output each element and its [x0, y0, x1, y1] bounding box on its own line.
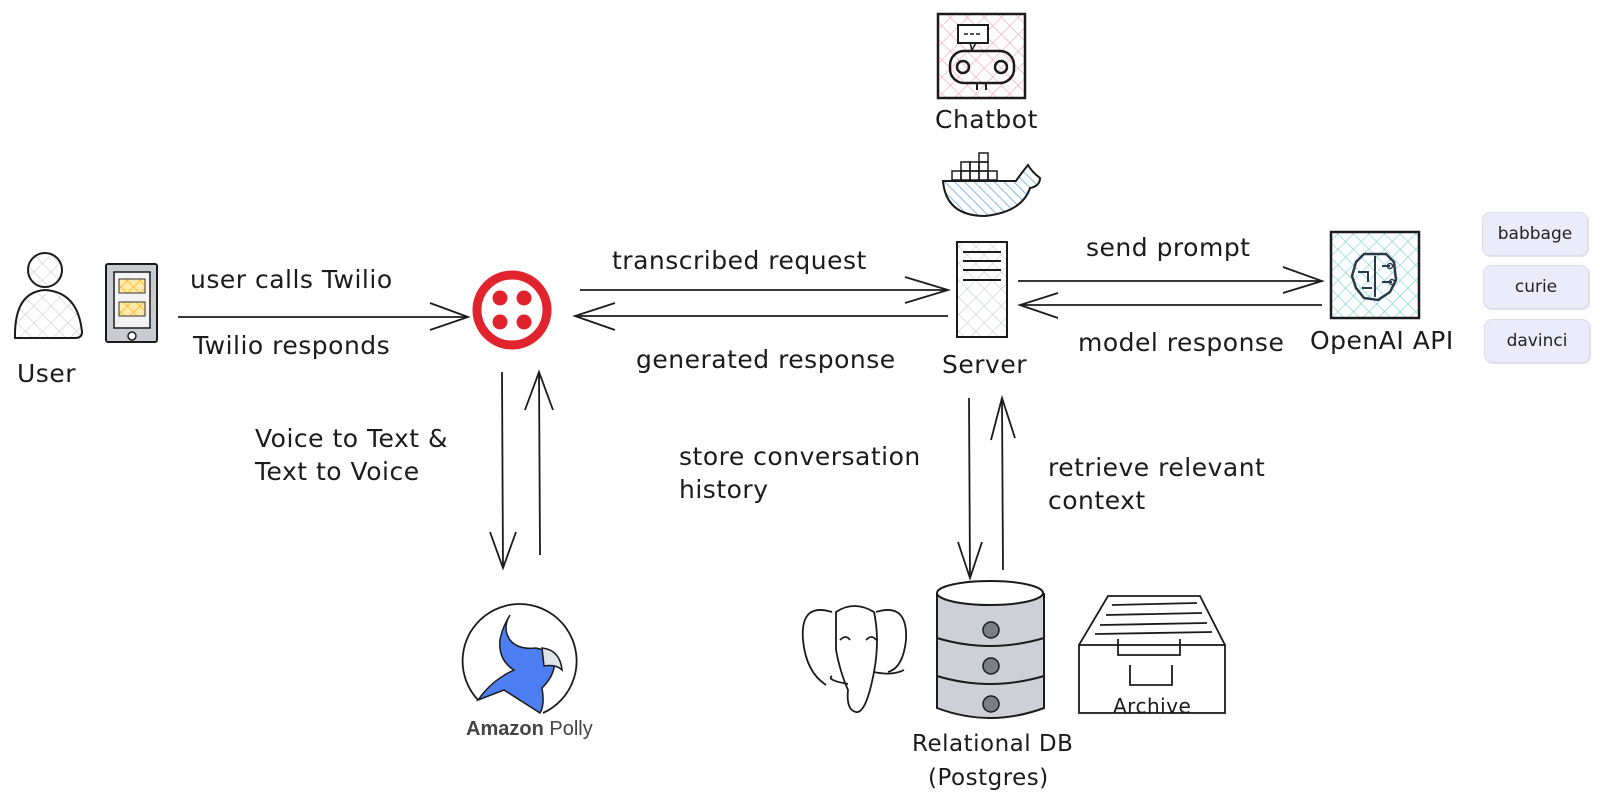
arrow-polly-to-twilio — [524, 369, 554, 556]
edge-label-context: context — [1048, 486, 1146, 515]
edge-label-twilio-responds: Twilio responds — [193, 331, 391, 360]
edge-label-model-response: model response — [1078, 328, 1285, 357]
arrow-server-to-twilio — [572, 302, 948, 331]
model-chip-curie: curie — [1483, 265, 1589, 309]
user-label: User — [17, 359, 76, 388]
arrow-server-to-db — [957, 397, 983, 581]
phone-icon — [105, 263, 158, 343]
twilio-logo-icon — [472, 270, 552, 350]
edge-label-voice-to-text: Voice to Text & — [255, 424, 449, 453]
archive-label: Archive — [1113, 694, 1192, 718]
amazon-polly-icon — [461, 603, 578, 715]
chatbot-label: Chatbot — [935, 105, 1038, 134]
arrow-db-to-server — [990, 394, 1016, 571]
edge-label-retrieve-relevant: retrieve relevant — [1048, 453, 1266, 482]
postgres-elephant-icon — [801, 605, 907, 713]
edge-label-user-calls-twilio: user calls Twilio — [190, 265, 393, 294]
arrow-user-to-twilio — [178, 302, 471, 331]
database-label-line2: (Postgres) — [928, 765, 1049, 791]
edge-label-transcribed-request: transcribed request — [612, 246, 867, 275]
server-icon — [956, 241, 1008, 338]
amazon-polly-label-light: Polly — [543, 718, 593, 740]
chatbot-icon — [936, 12, 1027, 100]
edge-label-text-to-voice: Text to Voice — [255, 457, 420, 486]
docker-icon — [941, 152, 1042, 218]
user-icon — [13, 252, 84, 339]
database-label-line1: Relational DB — [912, 731, 1074, 757]
server-label: Server — [942, 350, 1027, 379]
arrow-twilio-to-polly — [489, 371, 517, 571]
edge-label-generated-response: generated response — [636, 345, 896, 374]
database-icon — [936, 580, 1045, 719]
edge-label-history: history — [679, 475, 769, 504]
openai-api-label: OpenAI API — [1310, 326, 1454, 355]
model-chip-babbage: babbage — [1482, 212, 1588, 256]
model-chip-davinci: davinci — [1484, 319, 1590, 363]
edge-label-send-prompt: send prompt — [1086, 233, 1251, 262]
arrow-server-to-openai — [1018, 266, 1325, 294]
arrow-openai-to-server — [1017, 292, 1322, 319]
archive-icon — [1078, 595, 1226, 714]
edge-label-store-conversation: store conversation — [679, 442, 921, 471]
amazon-polly-label-bold: Amazon — [466, 718, 544, 740]
amazon-polly-label: Amazon Polly — [466, 718, 593, 741]
arrow-twilio-to-server — [580, 276, 952, 304]
openai-api-icon — [1329, 230, 1421, 320]
